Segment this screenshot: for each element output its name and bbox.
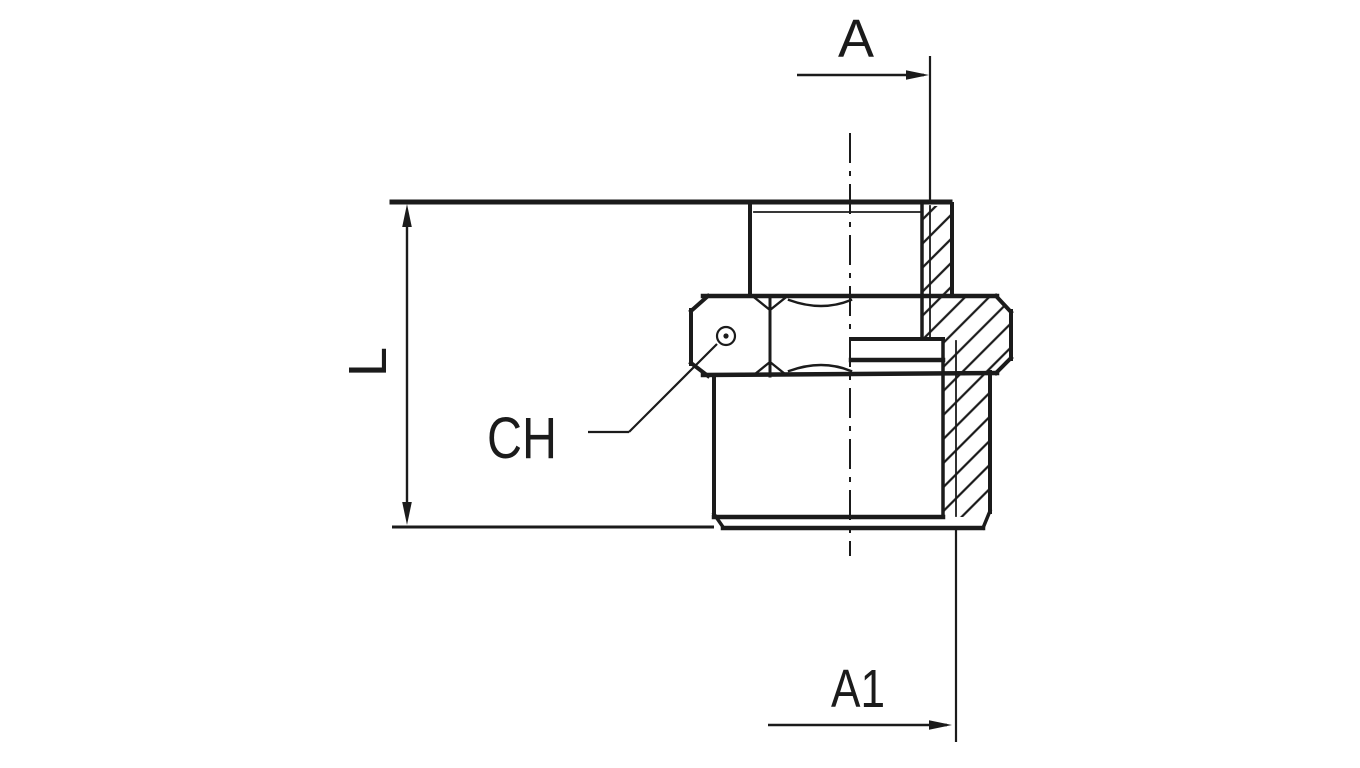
hex-size-callout: CH	[487, 325, 737, 471]
dimension-L: L	[338, 204, 714, 529]
dimension-A: A	[797, 9, 932, 200]
dim-L-label: L	[338, 347, 398, 377]
dim-A1-arrowhead	[929, 720, 952, 730]
hex-top-right-chamfer	[993, 293, 1014, 315]
lower-body-right-bottom-chamfer	[980, 508, 993, 531]
hex-chamfer-arc-bottom-face	[787, 363, 853, 373]
dim-L-arrowhead-up	[402, 204, 412, 227]
hex-chamfer-arc-top-face	[787, 298, 853, 308]
leader-reference-dot	[723, 333, 729, 339]
hex-chamfer-arc-bottom-corner	[753, 360, 787, 376]
fitting-outline	[389, 199, 1014, 531]
hex-bottom-edge	[700, 370, 1000, 378]
hex-left-top-chamfer	[688, 293, 711, 314]
hatch-lower-wall	[943, 372, 990, 517]
dim-A1-label: A1	[831, 659, 885, 719]
leader-reference-circle	[715, 325, 737, 347]
hatch-upper-wall	[922, 206, 952, 296]
dim-A-arrowhead	[906, 70, 929, 80]
hex-size-label: CH	[487, 406, 557, 471]
dimension-A1: A1	[768, 529, 958, 742]
hex-left-bottom-chamfer	[688, 360, 711, 379]
hex-bottom-right-chamfer	[993, 355, 1014, 376]
dim-L-arrowhead-down	[402, 502, 412, 525]
dim-A-label: A	[838, 9, 874, 69]
leader-diagonal-segment	[628, 343, 718, 433]
hex-chamfer-arc-top-corner	[753, 296, 787, 312]
